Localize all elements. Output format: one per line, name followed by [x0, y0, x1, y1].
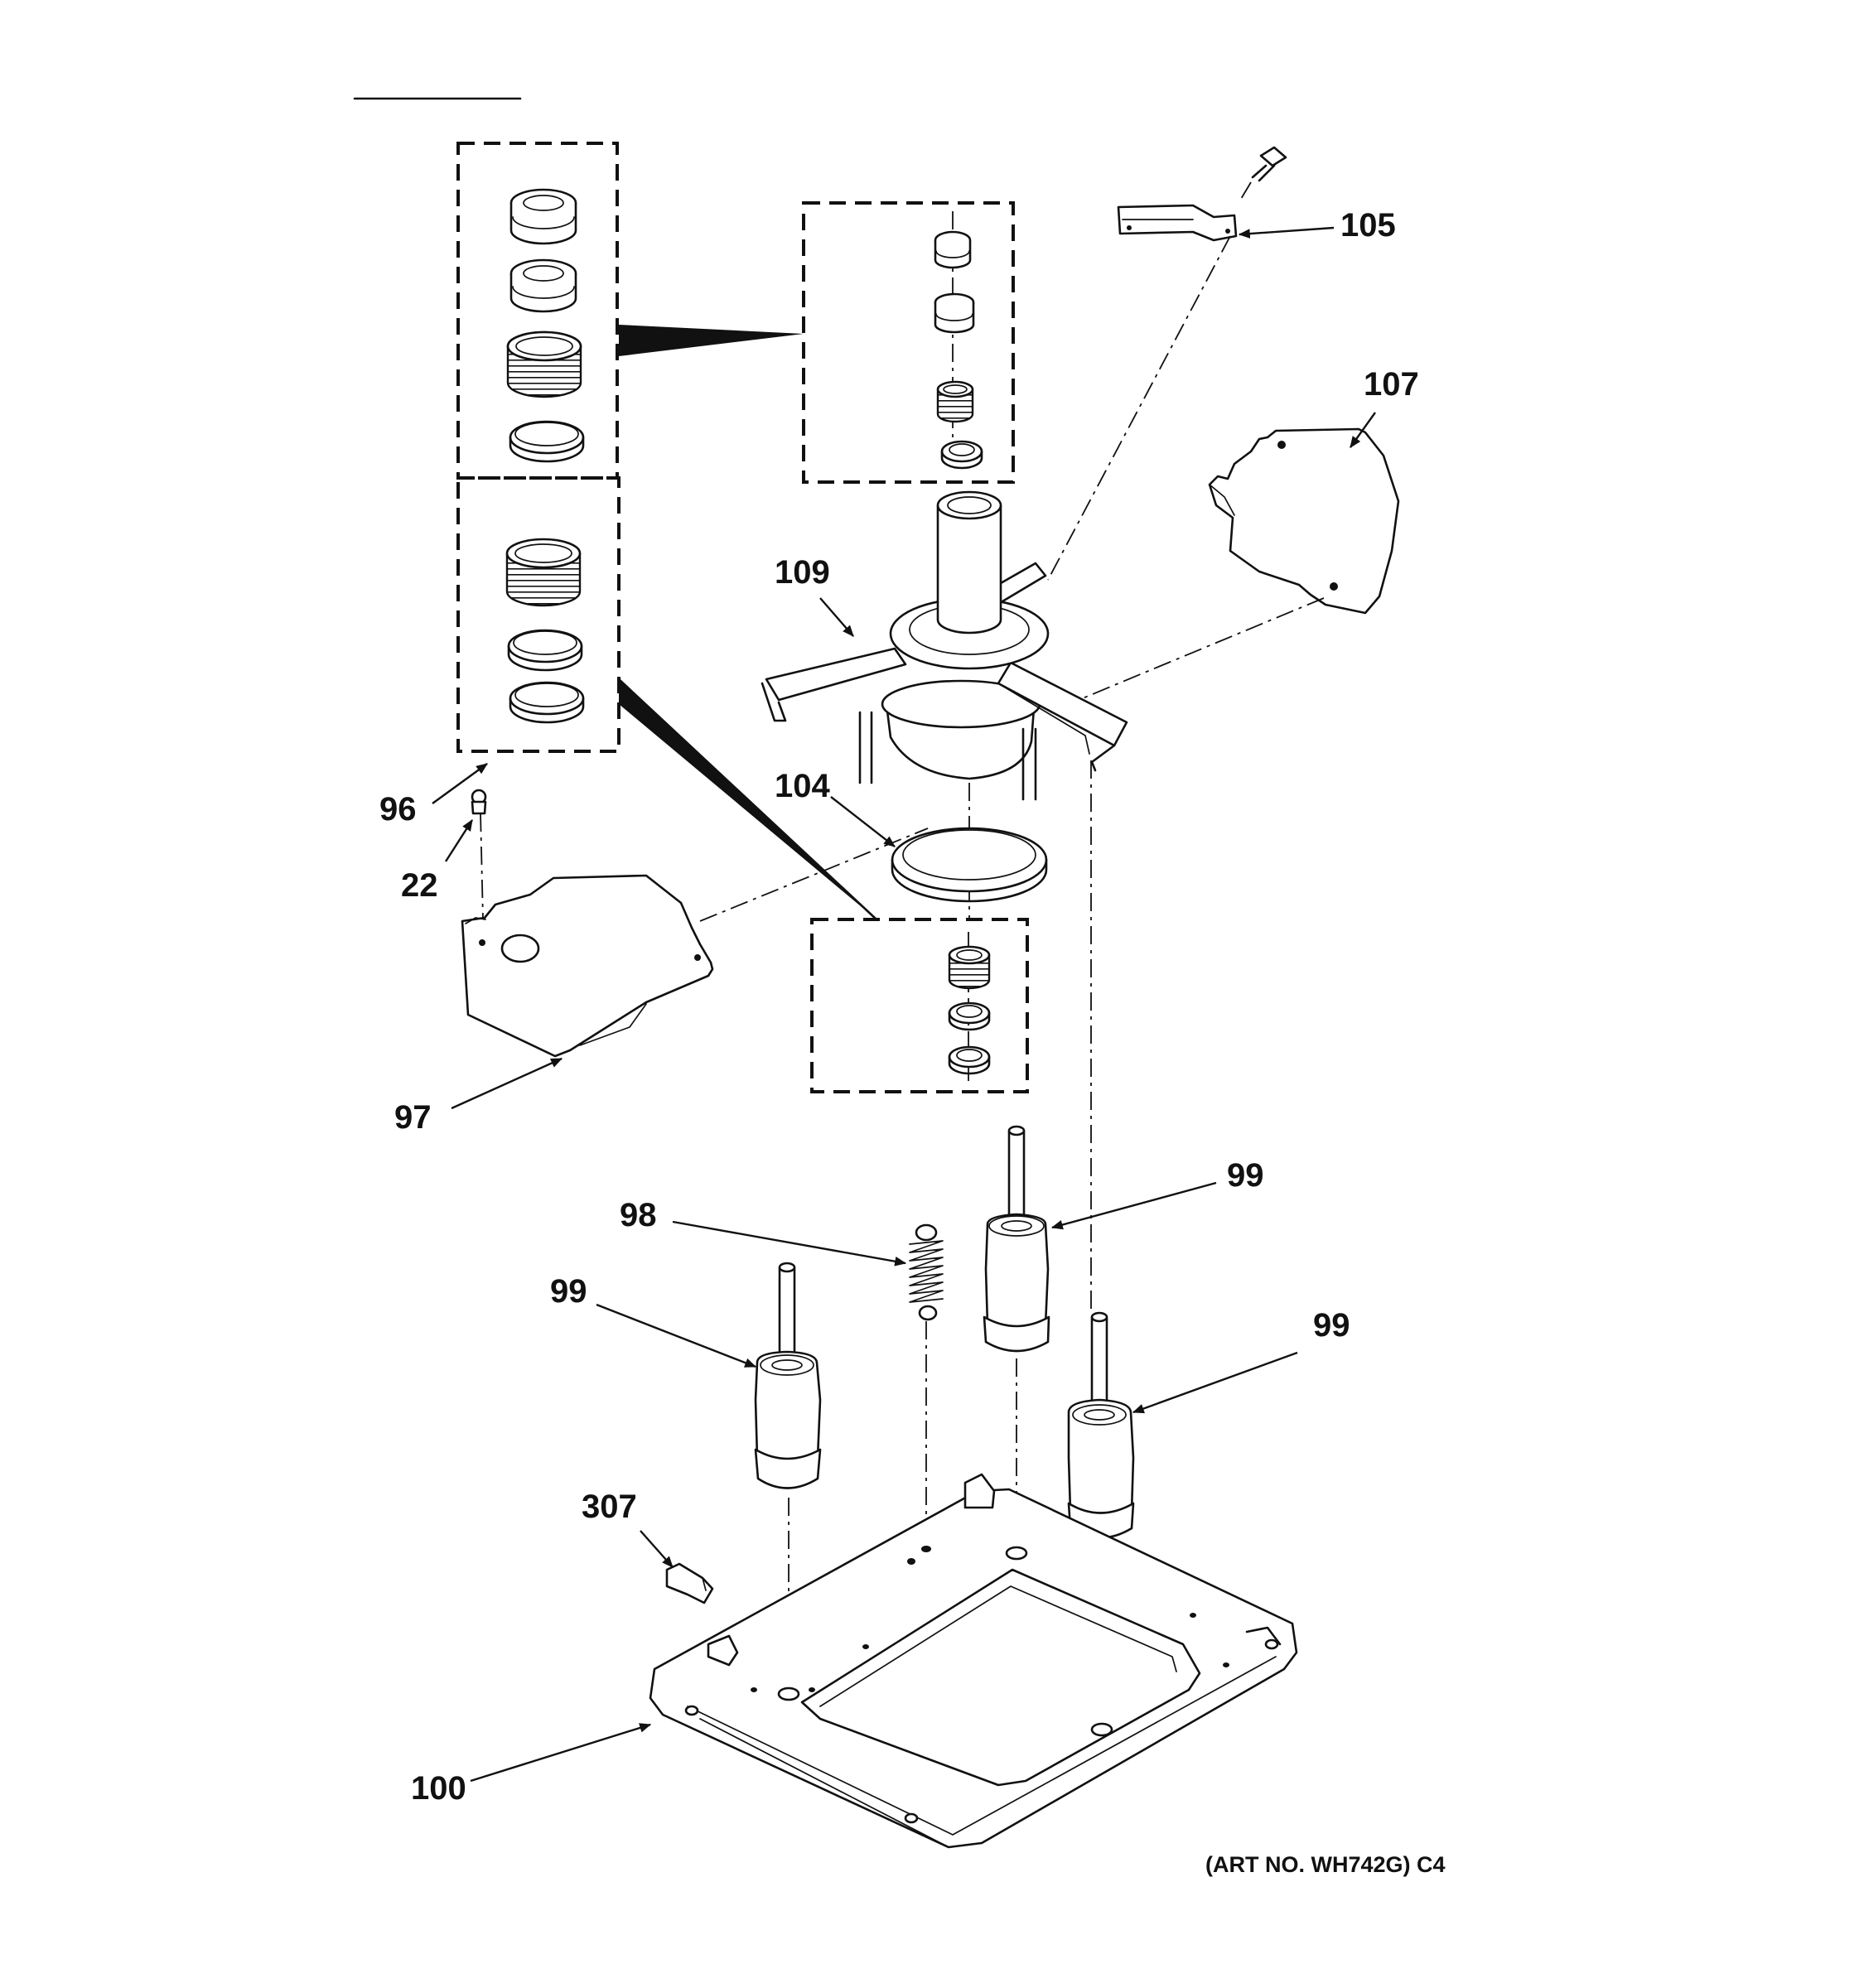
shield-plate-97	[461, 874, 714, 1058]
race-ring-icon	[507, 629, 583, 672]
leader-99-left	[596, 1303, 757, 1368]
spring-98	[909, 1223, 944, 1321]
leader-109	[819, 597, 854, 637]
race-ring-icon	[509, 420, 585, 463]
leader-99-right	[1132, 1351, 1298, 1414]
bearing-kit-upper-center	[802, 201, 1015, 484]
callout-98: 98	[620, 1197, 657, 1233]
assembly-centerline	[1240, 181, 1252, 200]
roller-bearing-icon	[506, 331, 582, 398]
bearing-kit-lower-center	[810, 918, 1029, 1093]
assembly-centerline	[1047, 235, 1231, 581]
leader-105	[1238, 226, 1335, 239]
leader-99-center	[1050, 1181, 1217, 1230]
leader-22	[444, 819, 474, 862]
leader-104	[830, 796, 896, 847]
leader-98	[672, 1220, 907, 1267]
leader-307	[640, 1530, 674, 1568]
callout-99-center: 99	[1227, 1157, 1264, 1194]
race-ring-icon	[509, 681, 585, 724]
callout-99-left: 99	[550, 1273, 587, 1310]
race-ring-icon	[948, 1001, 991, 1031]
kit-pointer-line	[617, 678, 878, 921]
callout-105: 105	[1340, 207, 1396, 244]
shield-107	[1208, 427, 1400, 615]
base-frame-100	[649, 1473, 1298, 1849]
assembly-centerline	[480, 813, 484, 920]
leader-97	[451, 1057, 563, 1110]
gasket-ring-104	[891, 827, 1048, 903]
bearing-kit-upper-left	[456, 142, 621, 753]
callout-100: 100	[411, 1770, 466, 1807]
leader-96	[432, 763, 488, 804]
callout-99-right: 99	[1313, 1307, 1350, 1344]
kit-pointer-wedge	[619, 325, 804, 356]
roller-bearing-icon	[936, 380, 974, 423]
screw-105	[1251, 146, 1287, 182]
suspension-hub-109	[761, 490, 1128, 801]
leader-100	[470, 1723, 652, 1783]
bracket-105	[1117, 204, 1238, 242]
seal-icon	[509, 258, 577, 313]
callout-96: 96	[379, 791, 417, 828]
clip-307	[665, 1562, 714, 1604]
suspension-rod-99-center	[983, 1125, 1050, 1353]
race-ring-icon	[948, 1045, 991, 1075]
callout-307: 307	[582, 1489, 637, 1525]
race-ring-icon	[940, 440, 983, 470]
callout-104: 104	[775, 768, 830, 804]
seal-icon	[509, 188, 577, 245]
callout-97: 97	[394, 1099, 432, 1136]
callout-22: 22	[401, 867, 438, 904]
seal-icon	[934, 230, 972, 269]
seal-icon	[934, 292, 975, 334]
roller-bearing-icon	[505, 538, 582, 607]
callout-107: 107	[1364, 366, 1419, 403]
art-number: (ART NO. WH742G) C4	[1205, 1852, 1446, 1877]
screw-22	[471, 789, 487, 815]
suspension-rod-99-left	[754, 1262, 822, 1489]
roller-bearing-icon	[948, 945, 991, 990]
suspension-rod-99-right	[1067, 1311, 1135, 1539]
assembly-centerline	[1068, 597, 1325, 705]
leader-107	[1350, 412, 1376, 448]
callout-109: 109	[775, 554, 830, 591]
